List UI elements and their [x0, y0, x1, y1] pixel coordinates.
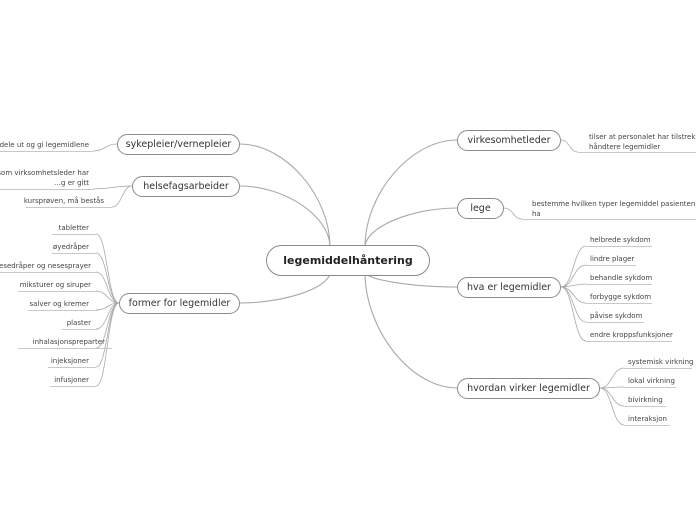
topic-former-for-legemidler[interactable]: former for legemidler [119, 293, 240, 314]
leaf-link-former-7 [95, 302, 120, 368]
leaf-helsefag-kursproven[interactable]: kursprøven, må bestås [23, 197, 104, 205]
topic-lege[interactable]: lege [457, 198, 504, 219]
topic-virkesomhetleder[interactable]: virkesomhetleder [457, 130, 561, 151]
topic-hvordan-virker-legemidler[interactable]: hvordan virker legemidler [457, 378, 600, 399]
leaf-former-8[interactable]: infusjoner [54, 376, 89, 384]
leaf-link-hva-1 [560, 264, 587, 288]
leaf-lege-bestemme[interactable]: bestemme hvilken typer legemiddel pasien… [532, 200, 696, 218]
topic-hva-er-legemidler[interactable]: hva er legemidler [457, 277, 561, 298]
leaf-link-virk-0 [560, 139, 579, 153]
leaf-hvordan-1[interactable]: lokal virkning [628, 377, 675, 385]
link-lege [364, 207, 458, 248]
leaf-former-6[interactable]: inhalasjonspreparter [32, 338, 105, 346]
leaf-hva-4[interactable]: påvise sykdom [590, 312, 643, 320]
leaf-hva-1[interactable]: lindre plager [590, 255, 635, 263]
leaf-former-0[interactable]: tabletter [58, 224, 89, 232]
leaf-hva-0[interactable]: helbrede sykdom [590, 236, 651, 244]
leaf-link-hva-4 [560, 286, 587, 323]
leaf-hvordan-3[interactable]: interaksjon [628, 415, 667, 423]
central-topic[interactable]: legemiddelhåntering [266, 245, 430, 276]
leaf-link-hvordan-0 [599, 367, 625, 389]
leaf-former-4[interactable]: salver og kremer [29, 300, 89, 308]
leaf-former-5[interactable]: plaster [66, 319, 91, 327]
leaf-hvordan-2[interactable]: bivirkning [628, 396, 663, 404]
leaf-link-helse-b-0 [111, 185, 133, 208]
leaf-link-hva-0 [560, 245, 587, 288]
leaf-hva-3[interactable]: forbygge sykdom [590, 293, 652, 301]
leaf-link-hvordan-3 [599, 387, 625, 426]
link-sykepleier [239, 143, 331, 248]
leaf-former-1[interactable]: øyedråper [53, 243, 89, 251]
topic-sykepleier[interactable]: sykepleier/vernepleier [117, 134, 240, 155]
leaf-link-helse-a-0 [92, 185, 133, 190]
topic-helsefagsarbeider[interactable]: helsefagsarbeider [132, 176, 240, 197]
leaf-link-former-8 [95, 302, 120, 387]
link-former [239, 271, 331, 304]
leaf-hva-5[interactable]: endre kroppsfunksjoner [590, 331, 673, 339]
leaf-helsefag-condition[interactable]: …ersom virksomhetsleder har …g er gitt [0, 169, 89, 187]
link-hvordan [364, 271, 458, 389]
leaf-link-former-2 [95, 271, 120, 304]
leaf-link-former-3 [95, 290, 120, 304]
leaf-virkesomhet-tilser[interactable]: tilser at personalet har tilstrekkelig… … [589, 133, 696, 151]
leaf-link-syk-0 [92, 143, 118, 152]
leaf-sykepleier-task[interactable]: …r, dele ut og gi legemidlene [0, 141, 89, 149]
leaf-link-former-1 [95, 252, 120, 304]
leaf-former-3[interactable]: miksturer og siruper [19, 281, 91, 289]
link-virkesomhet [364, 139, 458, 248]
link-helsefag [239, 185, 331, 248]
leaf-link-former-0 [95, 233, 120, 304]
leaf-hvordan-0[interactable]: systemisk virkning [628, 358, 694, 366]
leaf-former-2[interactable]: …nesedråper og nesesprayer [0, 262, 91, 270]
leaf-former-7[interactable]: injeksjoner [50, 357, 89, 365]
leaf-link-hvordan-2 [599, 387, 625, 407]
leaf-hva-2[interactable]: behandle sykdom [590, 274, 653, 282]
leaf-link-hva-5 [560, 286, 587, 342]
leaf-link-lege-0 [503, 207, 523, 220]
